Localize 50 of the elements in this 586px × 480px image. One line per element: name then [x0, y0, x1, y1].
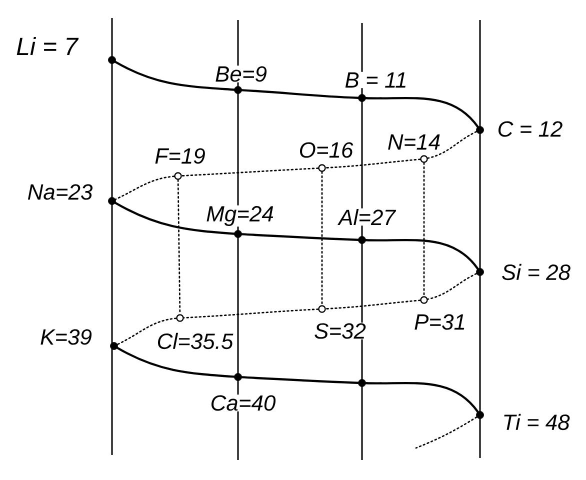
dot	[110, 342, 118, 350]
dot	[476, 268, 484, 276]
dot	[234, 230, 242, 238]
element-label: Cl=35.5	[156, 332, 234, 350]
element-label: Mg=24	[205, 205, 275, 227]
curve	[364, 382, 479, 413]
dotted-curve	[325, 158, 421, 168]
dot	[358, 94, 366, 102]
element-label: B = 11	[344, 72, 408, 88]
element-label: F=19	[154, 148, 206, 164]
dotted-curve	[181, 168, 319, 176]
dot	[234, 86, 242, 94]
dotted-line	[177, 179, 181, 315]
element-label: Si = 28	[500, 263, 572, 281]
curve	[364, 238, 479, 270]
dotted-curve	[114, 176, 175, 200]
element-label: K=39	[39, 328, 93, 346]
dotted-curve	[183, 308, 319, 318]
element-label: P=31	[413, 314, 467, 330]
element-label: C = 12	[496, 120, 564, 138]
curve	[240, 233, 360, 241]
curve	[114, 60, 236, 91]
element-label: Al=27	[337, 208, 396, 226]
curve	[240, 376, 360, 384]
dot	[476, 126, 484, 134]
dot	[234, 373, 242, 381]
curve	[114, 202, 236, 235]
dotted-curve	[427, 130, 478, 159]
element-label: N=14	[386, 134, 442, 150]
dot	[108, 197, 116, 205]
element-label: Be=9	[214, 66, 268, 82]
element-label: Na=23	[26, 184, 94, 200]
element-label: Ca=40	[210, 394, 276, 412]
dotted-curve	[325, 300, 421, 310]
dot	[358, 379, 366, 387]
curve	[116, 346, 236, 378]
dotted-curve	[116, 318, 177, 346]
dot	[358, 236, 366, 244]
element-label: Li = 7	[15, 36, 79, 56]
dotted-curve	[415, 416, 478, 449]
element-label: O=16	[298, 142, 354, 158]
dot	[108, 56, 116, 64]
element-label: Ti = 48	[502, 413, 570, 431]
dotted-line	[321, 171, 323, 306]
curve	[364, 96, 479, 128]
dotted-line	[423, 162, 425, 297]
curve	[240, 89, 360, 99]
element-label: S=32	[313, 322, 367, 340]
dot	[476, 411, 484, 419]
dotted-curve	[427, 272, 478, 300]
